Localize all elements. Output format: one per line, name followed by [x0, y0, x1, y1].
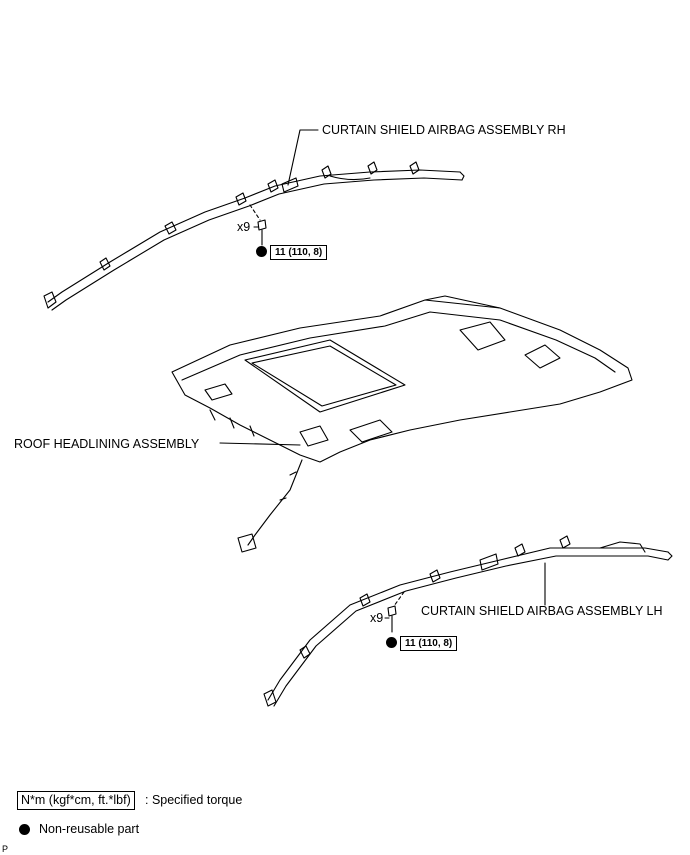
rh-torque-spec: 11 (110, 8) [270, 245, 328, 260]
leader-headlining [219, 442, 301, 446]
rh-nonreusable-dot-icon [256, 246, 267, 257]
curtain-airbag-lh [263, 535, 673, 707]
lh-torque-spec: 11 (110, 8) [400, 636, 458, 651]
lh-nonreusable-dot-icon [386, 637, 397, 648]
label-roof-headlining: ROOF HEADLINING ASSEMBLY [14, 437, 200, 451]
lh-bolt-quantity: x9 [370, 611, 384, 625]
leader-rh [287, 129, 319, 186]
roof-headlining [171, 295, 633, 553]
curtain-airbag-rh [43, 161, 465, 311]
rh-bolt-quantity: x9 [237, 220, 251, 234]
legend-torque-unit-box: N*m (kgf*cm, ft.*lbf) [17, 791, 135, 810]
legend-torque-text: : Specified torque [145, 793, 243, 807]
label-curtain-airbag-lh: CURTAIN SHIELD AIRBAG ASSEMBLY LH [421, 604, 663, 618]
legend-nonreusable-text: Non-reusable part [39, 822, 140, 836]
corner-mark: P [2, 844, 9, 854]
legend-nonreusable-dot-icon [19, 824, 30, 835]
label-curtain-airbag-rh: CURTAIN SHIELD AIRBAG ASSEMBLY RH [322, 123, 566, 137]
